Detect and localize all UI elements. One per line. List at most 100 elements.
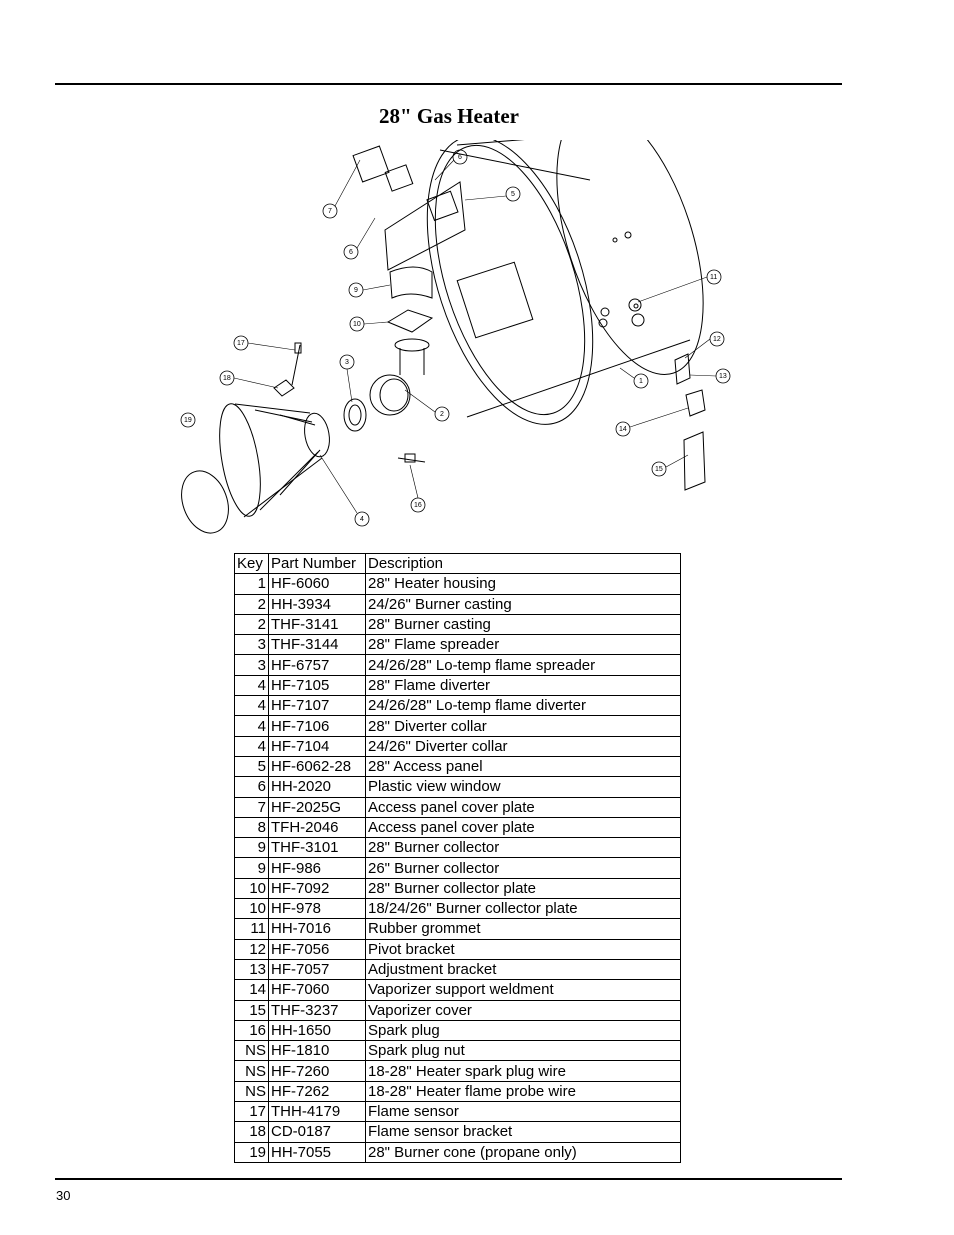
cell-description: 26" Burner collector [365,857,681,879]
cell-key: 6 [234,776,269,798]
column-header-part-number: Part Number [268,552,366,575]
cell-description: Flame sensor bracket [365,1121,681,1143]
callout-4: 4 [360,516,364,523]
heater-housing-drawing [426,140,704,425]
cell-key: 7 [234,796,269,818]
cell-part-number: HF-7106 [268,715,366,737]
cell-part-number: HH-1650 [268,1019,366,1042]
callout-labels: 6 5 7 6 9 10 17 3 18 19 2 4 16 11 12 13 … [180,149,731,527]
cell-description: 18/24/26" Burner collector plate [365,898,681,920]
cell-part-number: HF-6060 [268,573,366,595]
cell-part-number: HH-3934 [268,593,366,615]
cell-key: 8 [234,816,269,839]
cell-description: 18-28" Heater flame probe wire [365,1080,681,1103]
cell-part-number: THF-3101 [268,837,366,859]
cell-part-number: HF-7260 [268,1060,366,1082]
page-title: 28" Gas Heater [379,104,519,128]
cell-description: Access panel cover plate [365,816,681,839]
callout-13: 13 [719,373,727,380]
cell-key: 4 [234,674,269,697]
cell-description: Vaporizer support weldment [365,979,681,1001]
cell-key: 3 [234,654,269,676]
cell-part-number: HF-7056 [268,938,366,960]
cell-part-number: HF-7262 [268,1080,366,1103]
cell-key: 16 [234,1019,269,1042]
cell-description: 28" Access panel [365,755,681,778]
page-number: 30 [56,1188,71,1203]
cell-description: 28" Flame diverter [365,674,681,697]
cell-key: 17 [234,1101,269,1123]
cell-part-number: HF-7092 [268,877,366,900]
cell-description: Plastic view window [365,776,681,798]
cell-part-number: CD-0187 [268,1121,366,1143]
cell-key: 9 [234,837,269,859]
cell-part-number: HF-7057 [268,958,366,981]
cell-description: 28" Burner casting [365,613,681,636]
cell-key: 2 [234,613,269,636]
column-header-description: Description [365,552,681,575]
cell-description: 24/26" Diverter collar [365,735,681,757]
cell-description: Vaporizer cover [365,999,681,1021]
cell-part-number: HF-2025G [268,796,366,818]
cell-key: 4 [234,735,269,757]
cell-key: 5 [234,755,269,778]
callout-17: 17 [237,340,245,347]
cell-part-number: HH-7016 [268,918,366,940]
callout-7: 7 [328,208,332,215]
callout-18: 18 [223,375,231,382]
cell-key: 11 [234,918,269,940]
callout-10: 10 [353,321,361,328]
cell-description: Spark plug nut [365,1040,681,1062]
callout-11: 11 [710,274,717,281]
cell-part-number: HF-7060 [268,979,366,1001]
cell-part-number: HF-7107 [268,695,366,717]
cell-key: 18 [234,1121,269,1143]
cell-description: 18-28" Heater spark plug wire [365,1060,681,1082]
cell-description: 28" Burner collector [365,837,681,859]
cell-description: Adjustment bracket [365,958,681,981]
table-header-row: Key Part Number Description [234,552,681,575]
cell-description: 24/26/28" Lo-temp flame diverter [365,695,681,717]
cell-part-number: THF-3141 [268,613,366,636]
cell-description: Access panel cover plate [365,796,681,818]
cell-part-number: HF-978 [268,898,366,920]
callout-9: 9 [354,287,358,294]
cell-part-number: HH-7055 [268,1141,366,1163]
cell-description: 28" Burner cone (propane only) [365,1141,681,1163]
cell-part-number: HF-6062-28 [268,755,366,778]
cell-key: 15 [234,999,269,1021]
callout-6: 6 [349,249,353,256]
cell-description: Flame sensor [365,1101,681,1123]
cell-description: 28" Diverter collar [365,715,681,737]
callout-1: 1 [639,378,643,385]
exploded-parts-diagram: 6 5 7 6 9 10 17 3 18 19 2 4 16 11 12 13 … [180,140,731,534]
bottom-rule [55,1178,842,1180]
cell-key: 9 [234,857,269,879]
cell-key: 2 [234,593,269,615]
top-rule [55,83,842,85]
access-panel-drawing [384,181,466,271]
cell-description: Pivot bracket [365,938,681,960]
cell-description: 28" Heater housing [365,573,681,595]
cell-key: 10 [234,877,269,900]
cell-key: 4 [234,715,269,737]
